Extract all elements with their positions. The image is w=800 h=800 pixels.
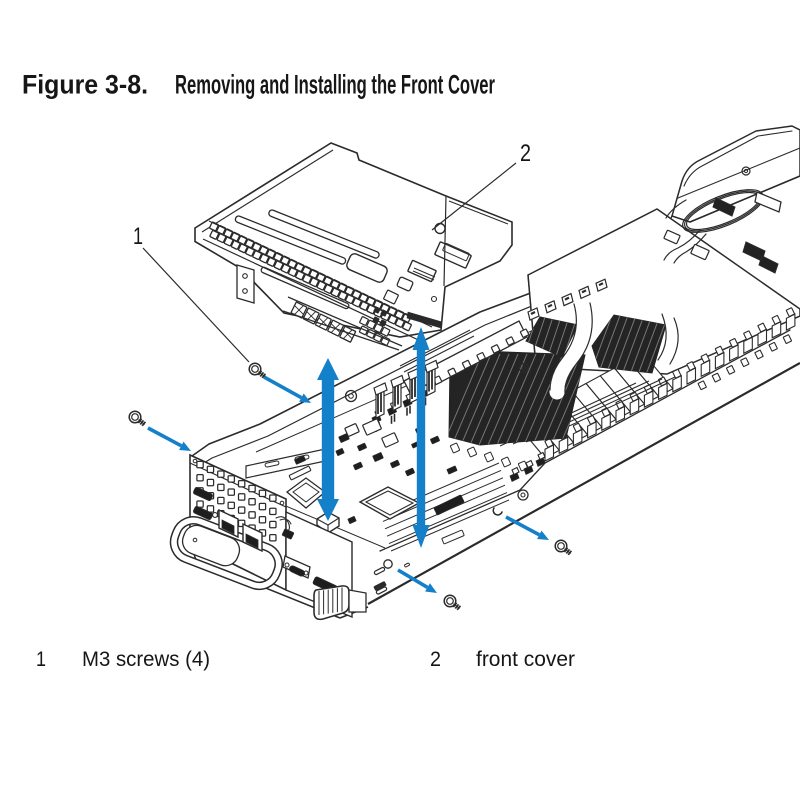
svg-text:1: 1	[133, 223, 143, 250]
svg-text:1: 1	[36, 648, 46, 671]
svg-text:M3 screws (4): M3 screws (4)	[82, 648, 210, 671]
svg-text:2: 2	[520, 140, 531, 167]
svg-text:Removing and Installing the Fr: Removing and Installing the Front Cover	[175, 70, 495, 100]
svg-text:Figure 3-8.: Figure 3-8.	[22, 70, 148, 100]
svg-text:front cover: front cover	[476, 648, 575, 671]
svg-text:2: 2	[430, 648, 441, 671]
